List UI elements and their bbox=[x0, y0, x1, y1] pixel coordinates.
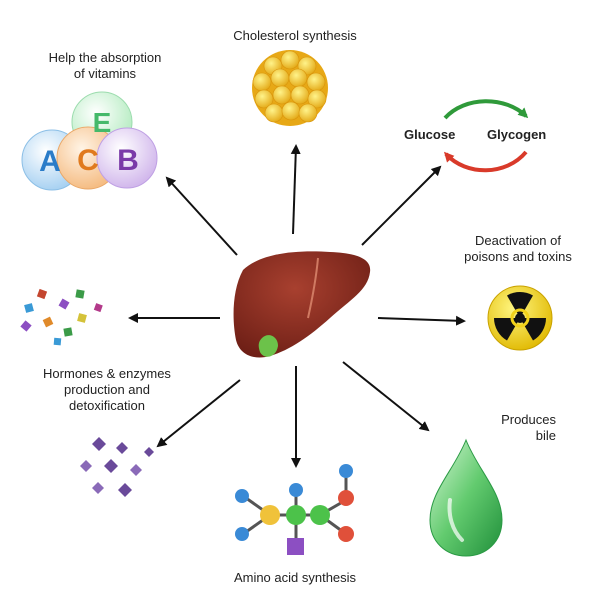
amino-label: Amino acid synthesis bbox=[233, 570, 357, 585]
arrow-detox bbox=[156, 379, 241, 448]
vitamin-a-letter: A bbox=[39, 145, 61, 178]
vitamins-label-line1: Help the absorption bbox=[48, 50, 162, 65]
radiation-icon bbox=[487, 285, 553, 351]
bile-label-line2: bile bbox=[535, 428, 556, 443]
vitamin-bubbles: E A C B bbox=[21, 91, 158, 191]
glycogenolysis-arrow bbox=[443, 150, 528, 173]
glucose-label: Glucose bbox=[404, 127, 456, 142]
amino-acid-molecule-icon bbox=[235, 464, 354, 555]
arrow-poisons bbox=[377, 315, 466, 326]
bile-drop-icon bbox=[429, 438, 503, 557]
arrows bbox=[128, 144, 466, 468]
vitamin-b-letter: B bbox=[117, 144, 139, 177]
cholesterol-label: Cholesterol synthesis bbox=[233, 28, 357, 43]
detox-crystals-icon bbox=[80, 437, 154, 497]
arrow-cholesterol bbox=[290, 144, 301, 235]
vitamin-e-letter: E bbox=[93, 107, 112, 138]
hormones-label-line2: production and bbox=[63, 382, 150, 397]
bile-label-line1: Produces bbox=[501, 412, 556, 427]
arrow-vitamins bbox=[165, 176, 238, 256]
cholesterol-icon bbox=[252, 50, 328, 126]
gallbladder-icon bbox=[258, 335, 278, 357]
glycogen-label: Glycogen bbox=[487, 127, 547, 142]
hormones-label-line3: detoxification bbox=[69, 398, 145, 413]
glycogenesis-arrow bbox=[443, 99, 529, 120]
hormones-icon bbox=[20, 288, 103, 346]
bile-label: Produces bile bbox=[460, 412, 556, 444]
hormones-label-line1: Hormones & enzymes bbox=[43, 366, 171, 381]
poisons-label-line1: Deactivation of bbox=[475, 233, 561, 248]
liver-icon bbox=[233, 251, 371, 358]
vitamins-label: Help the absorption of vitamins bbox=[20, 50, 190, 82]
vitamin-c-letter: C bbox=[77, 144, 99, 177]
poisons-label-line2: poisons and toxins bbox=[464, 249, 572, 264]
vitamins-label-line2: of vitamins bbox=[73, 66, 137, 81]
glucose-glycogen-cycle bbox=[443, 99, 529, 173]
poisons-label: Deactivation of poisons and toxins bbox=[448, 233, 588, 265]
arrow-glycogen bbox=[361, 165, 442, 246]
hormones-label: Hormones & enzymes production and detoxi… bbox=[12, 366, 202, 414]
arrow-bile bbox=[342, 361, 430, 432]
vitamin-b-bubble bbox=[96, 127, 158, 189]
